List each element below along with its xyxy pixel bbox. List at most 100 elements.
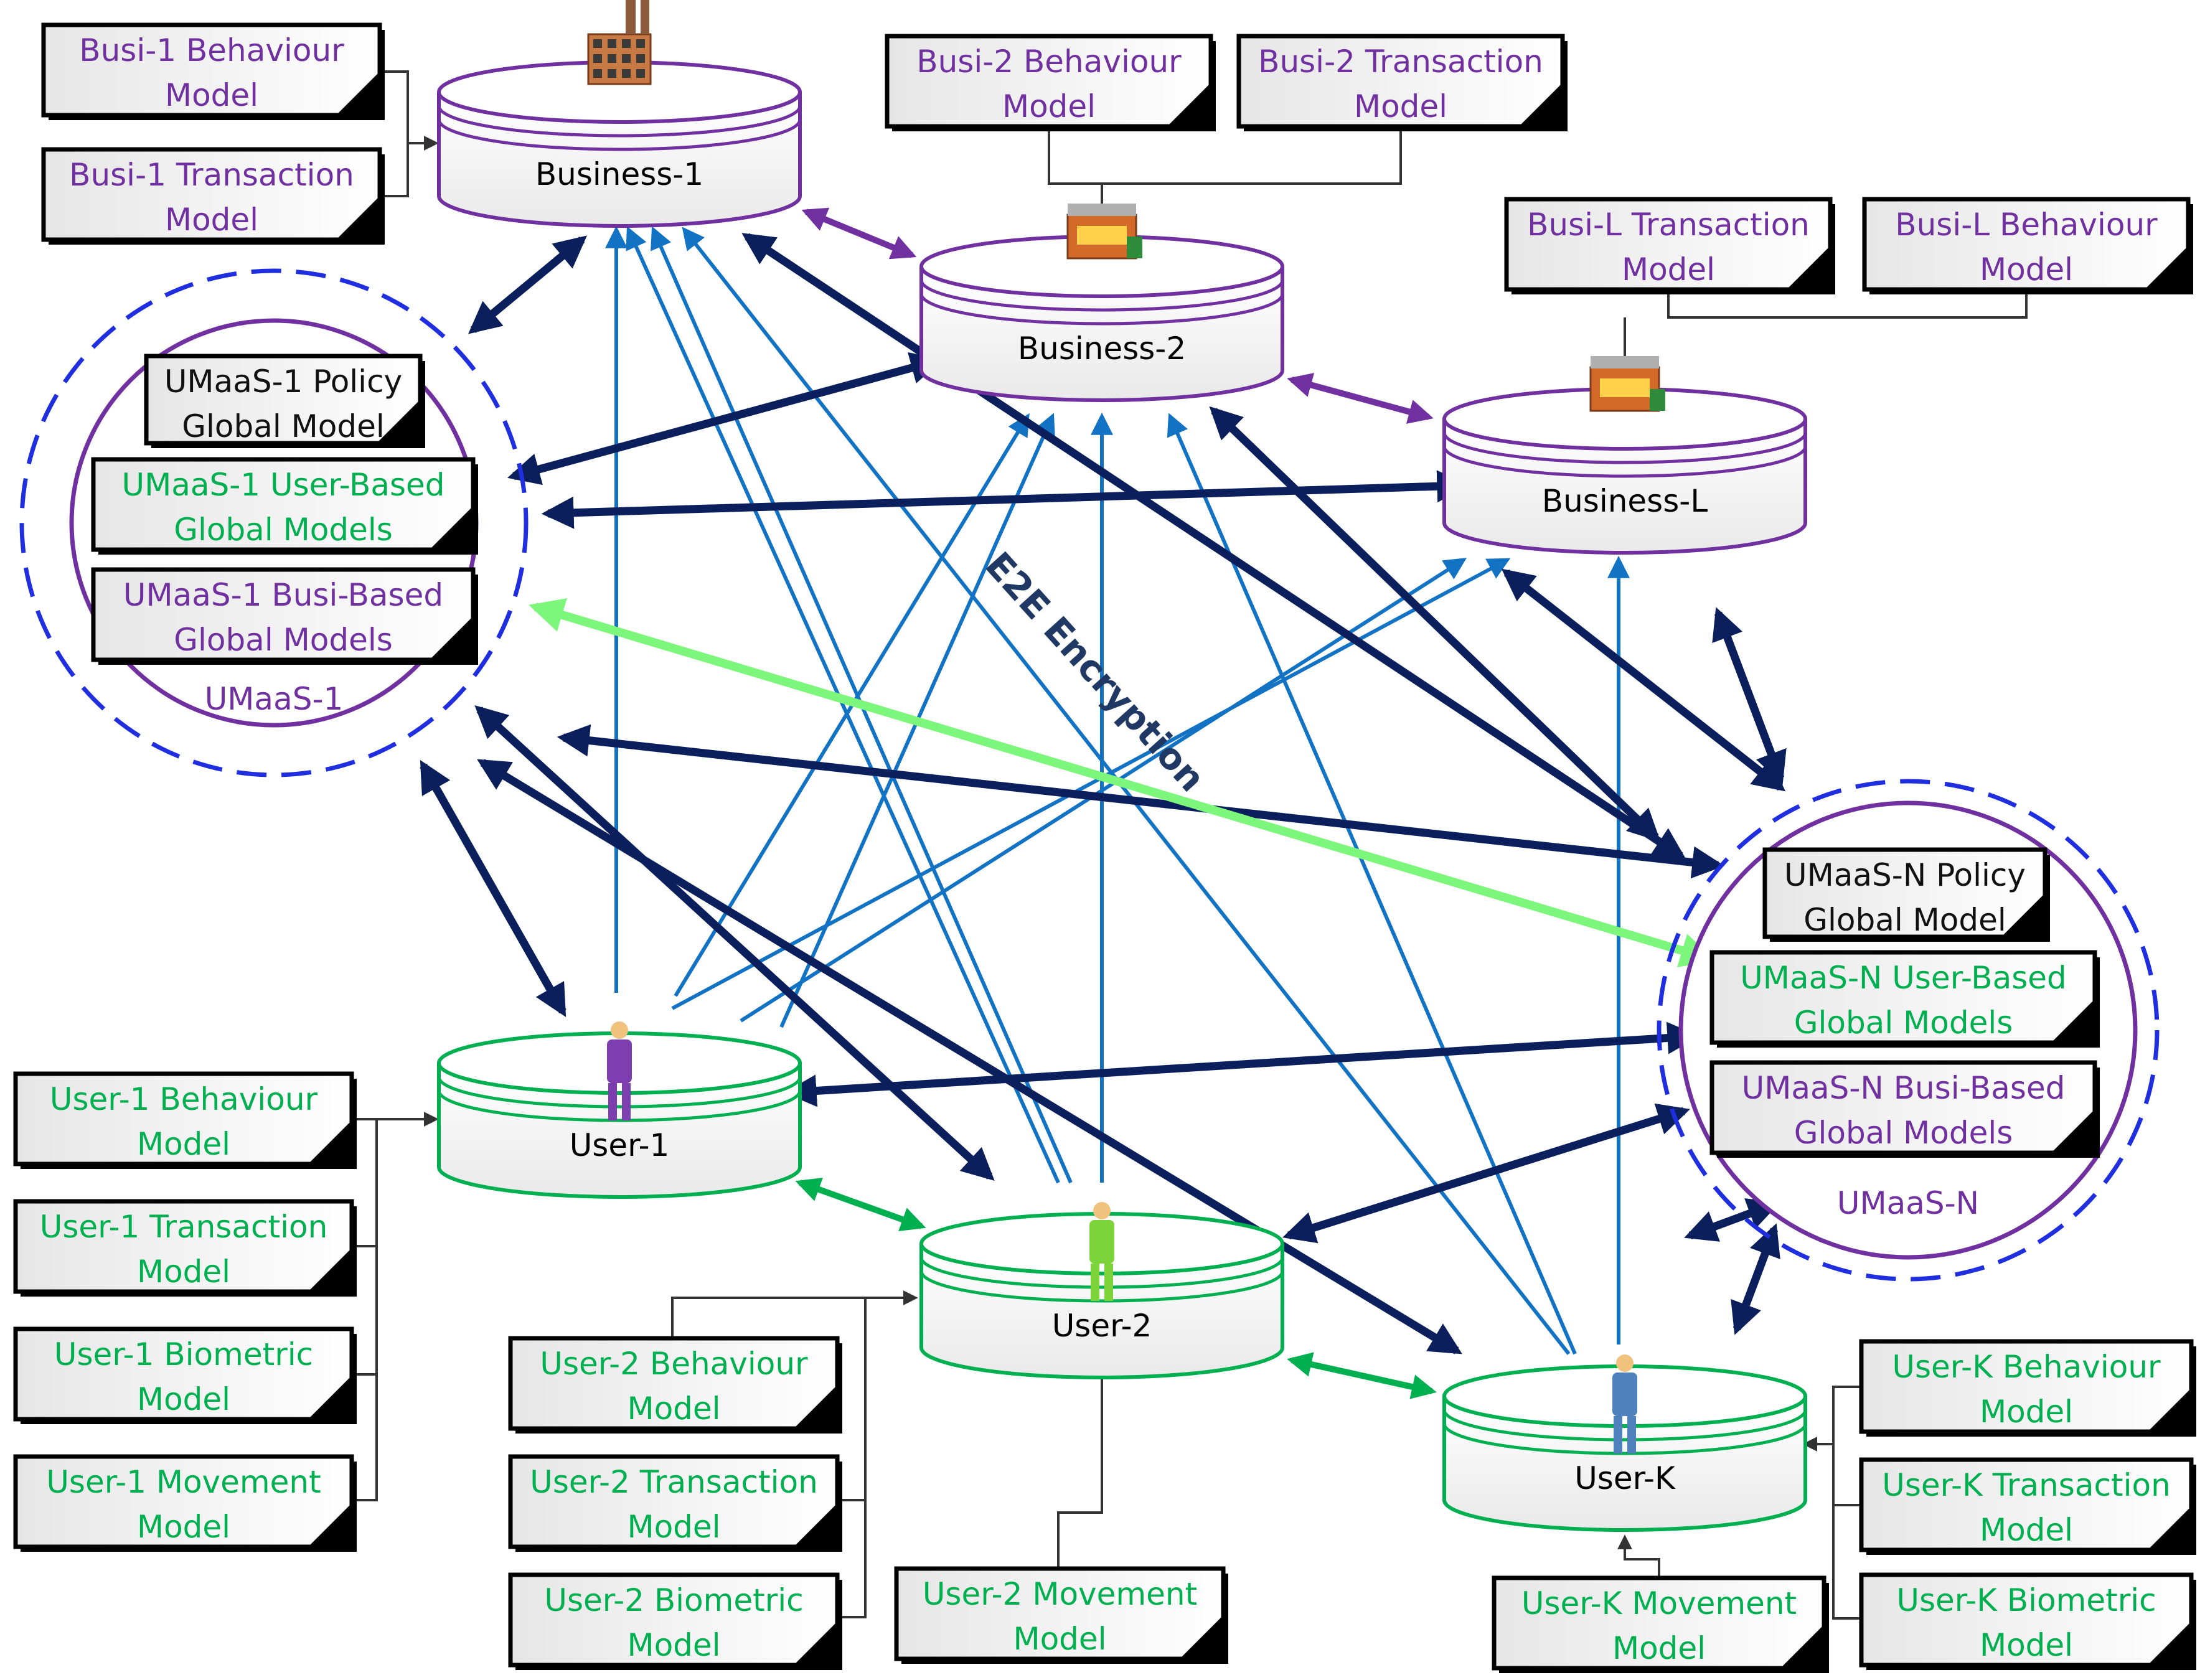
- business-node-bL[interactable]: Business-L: [1442, 356, 1807, 555]
- box-frame: [508, 1454, 840, 1549]
- cylinder-body: [919, 1244, 1284, 1379]
- model-box-title: Busi-2 Behaviour: [916, 44, 1182, 80]
- cylinder-ring: [1442, 446, 1807, 478]
- box-corner: [2148, 1506, 2191, 1550]
- business-label: Business-2: [1018, 331, 1186, 367]
- box-corner: [794, 1503, 837, 1547]
- box-frame: [13, 1199, 354, 1294]
- umaas-label: UMaaS-1: [205, 681, 344, 717]
- box-corner: [308, 1248, 352, 1292]
- box-corner: [1167, 83, 1211, 126]
- umaas-boundary: [19, 268, 529, 777]
- model-box-subtitle: Model: [165, 202, 258, 238]
- model-box-subtitle: Global Models: [1794, 1115, 2013, 1151]
- model-box-subtitle: Model: [1980, 1627, 2073, 1663]
- model-box-subtitle: Global Models: [174, 622, 393, 658]
- cylinder-ring: [919, 293, 1284, 326]
- model-box-title: User-1 Transaction: [40, 1209, 328, 1245]
- model-box-subtitle: Model: [627, 1509, 720, 1545]
- box-frame: [885, 34, 1213, 129]
- cylinder-body: [437, 92, 802, 228]
- e2e-encryption-label: E2E Encryption: [977, 544, 1214, 800]
- connector-line: [1057, 1357, 1109, 1569]
- cylinder-body: [1442, 419, 1807, 555]
- cylinder-body: [919, 266, 1284, 402]
- box-frame: [894, 1566, 1226, 1661]
- box-frame: [13, 1326, 354, 1422]
- user-node-u1[interactable]: User-1: [437, 1021, 802, 1199]
- network-link: [1287, 373, 1434, 424]
- box-frame: [13, 1454, 354, 1549]
- box-corner: [336, 72, 380, 115]
- business-label: Business-1: [535, 156, 703, 192]
- box-corner: [2148, 1388, 2191, 1432]
- model-box-title: UMaaS-1 Policy: [164, 364, 402, 400]
- box-frame: [1709, 1060, 2097, 1155]
- model-box-title: UMaaS-N Busi-Based: [1742, 1070, 2066, 1106]
- cylinder-ring: [919, 1257, 1284, 1289]
- box-corner: [308, 1120, 352, 1164]
- box-corner: [2001, 893, 2045, 937]
- network-link: [541, 470, 1470, 529]
- network-link: [529, 598, 1716, 967]
- network-link: [1684, 1198, 1780, 1242]
- model-box-subtitle: Model: [137, 1254, 230, 1290]
- connector-line: [1832, 1386, 1861, 1620]
- box-frame: [1504, 197, 1833, 292]
- user-node-u2[interactable]: User-2: [919, 1202, 1284, 1379]
- box-frame: [508, 1572, 840, 1668]
- model-box-subtitle: Global Model: [182, 408, 385, 444]
- model-box-title: Busi-2 Transaction: [1258, 44, 1543, 80]
- box-corner: [2145, 246, 2188, 289]
- box-corner: [1519, 83, 1563, 126]
- cylinder-ring: [437, 119, 802, 151]
- model-box-title: User-1 Movement: [46, 1464, 321, 1500]
- person-icon: [1612, 1354, 1637, 1453]
- model-box-subtitle: Model: [1622, 251, 1715, 288]
- cylinder-ring: [437, 105, 802, 138]
- cylinder-body: [1442, 1396, 1807, 1532]
- box-frame: [41, 22, 382, 118]
- business-label: Business-L: [1542, 483, 1708, 519]
- user-node-uK[interactable]: User-K: [1442, 1354, 1807, 1532]
- business-node-b1[interactable]: Business-1: [437, 0, 802, 228]
- umaas-label: UMaaS-N: [1837, 1185, 1979, 1221]
- model-box-title: User-2 Transaction: [530, 1464, 818, 1500]
- network-link: [1282, 1103, 1690, 1244]
- model-box-subtitle: Model: [1013, 1621, 1106, 1657]
- model-box-title: UMaaS-N User-Based: [1740, 960, 2067, 996]
- business-node-b2[interactable]: Business-2: [919, 204, 1284, 402]
- box-frame: [144, 354, 423, 446]
- model-box-title: User-2 Biometric: [544, 1582, 803, 1618]
- network-link: [507, 352, 944, 486]
- network-link: [671, 558, 1511, 1010]
- box-frame: [1859, 1457, 2194, 1552]
- cylinder-ring: [1442, 1409, 1807, 1442]
